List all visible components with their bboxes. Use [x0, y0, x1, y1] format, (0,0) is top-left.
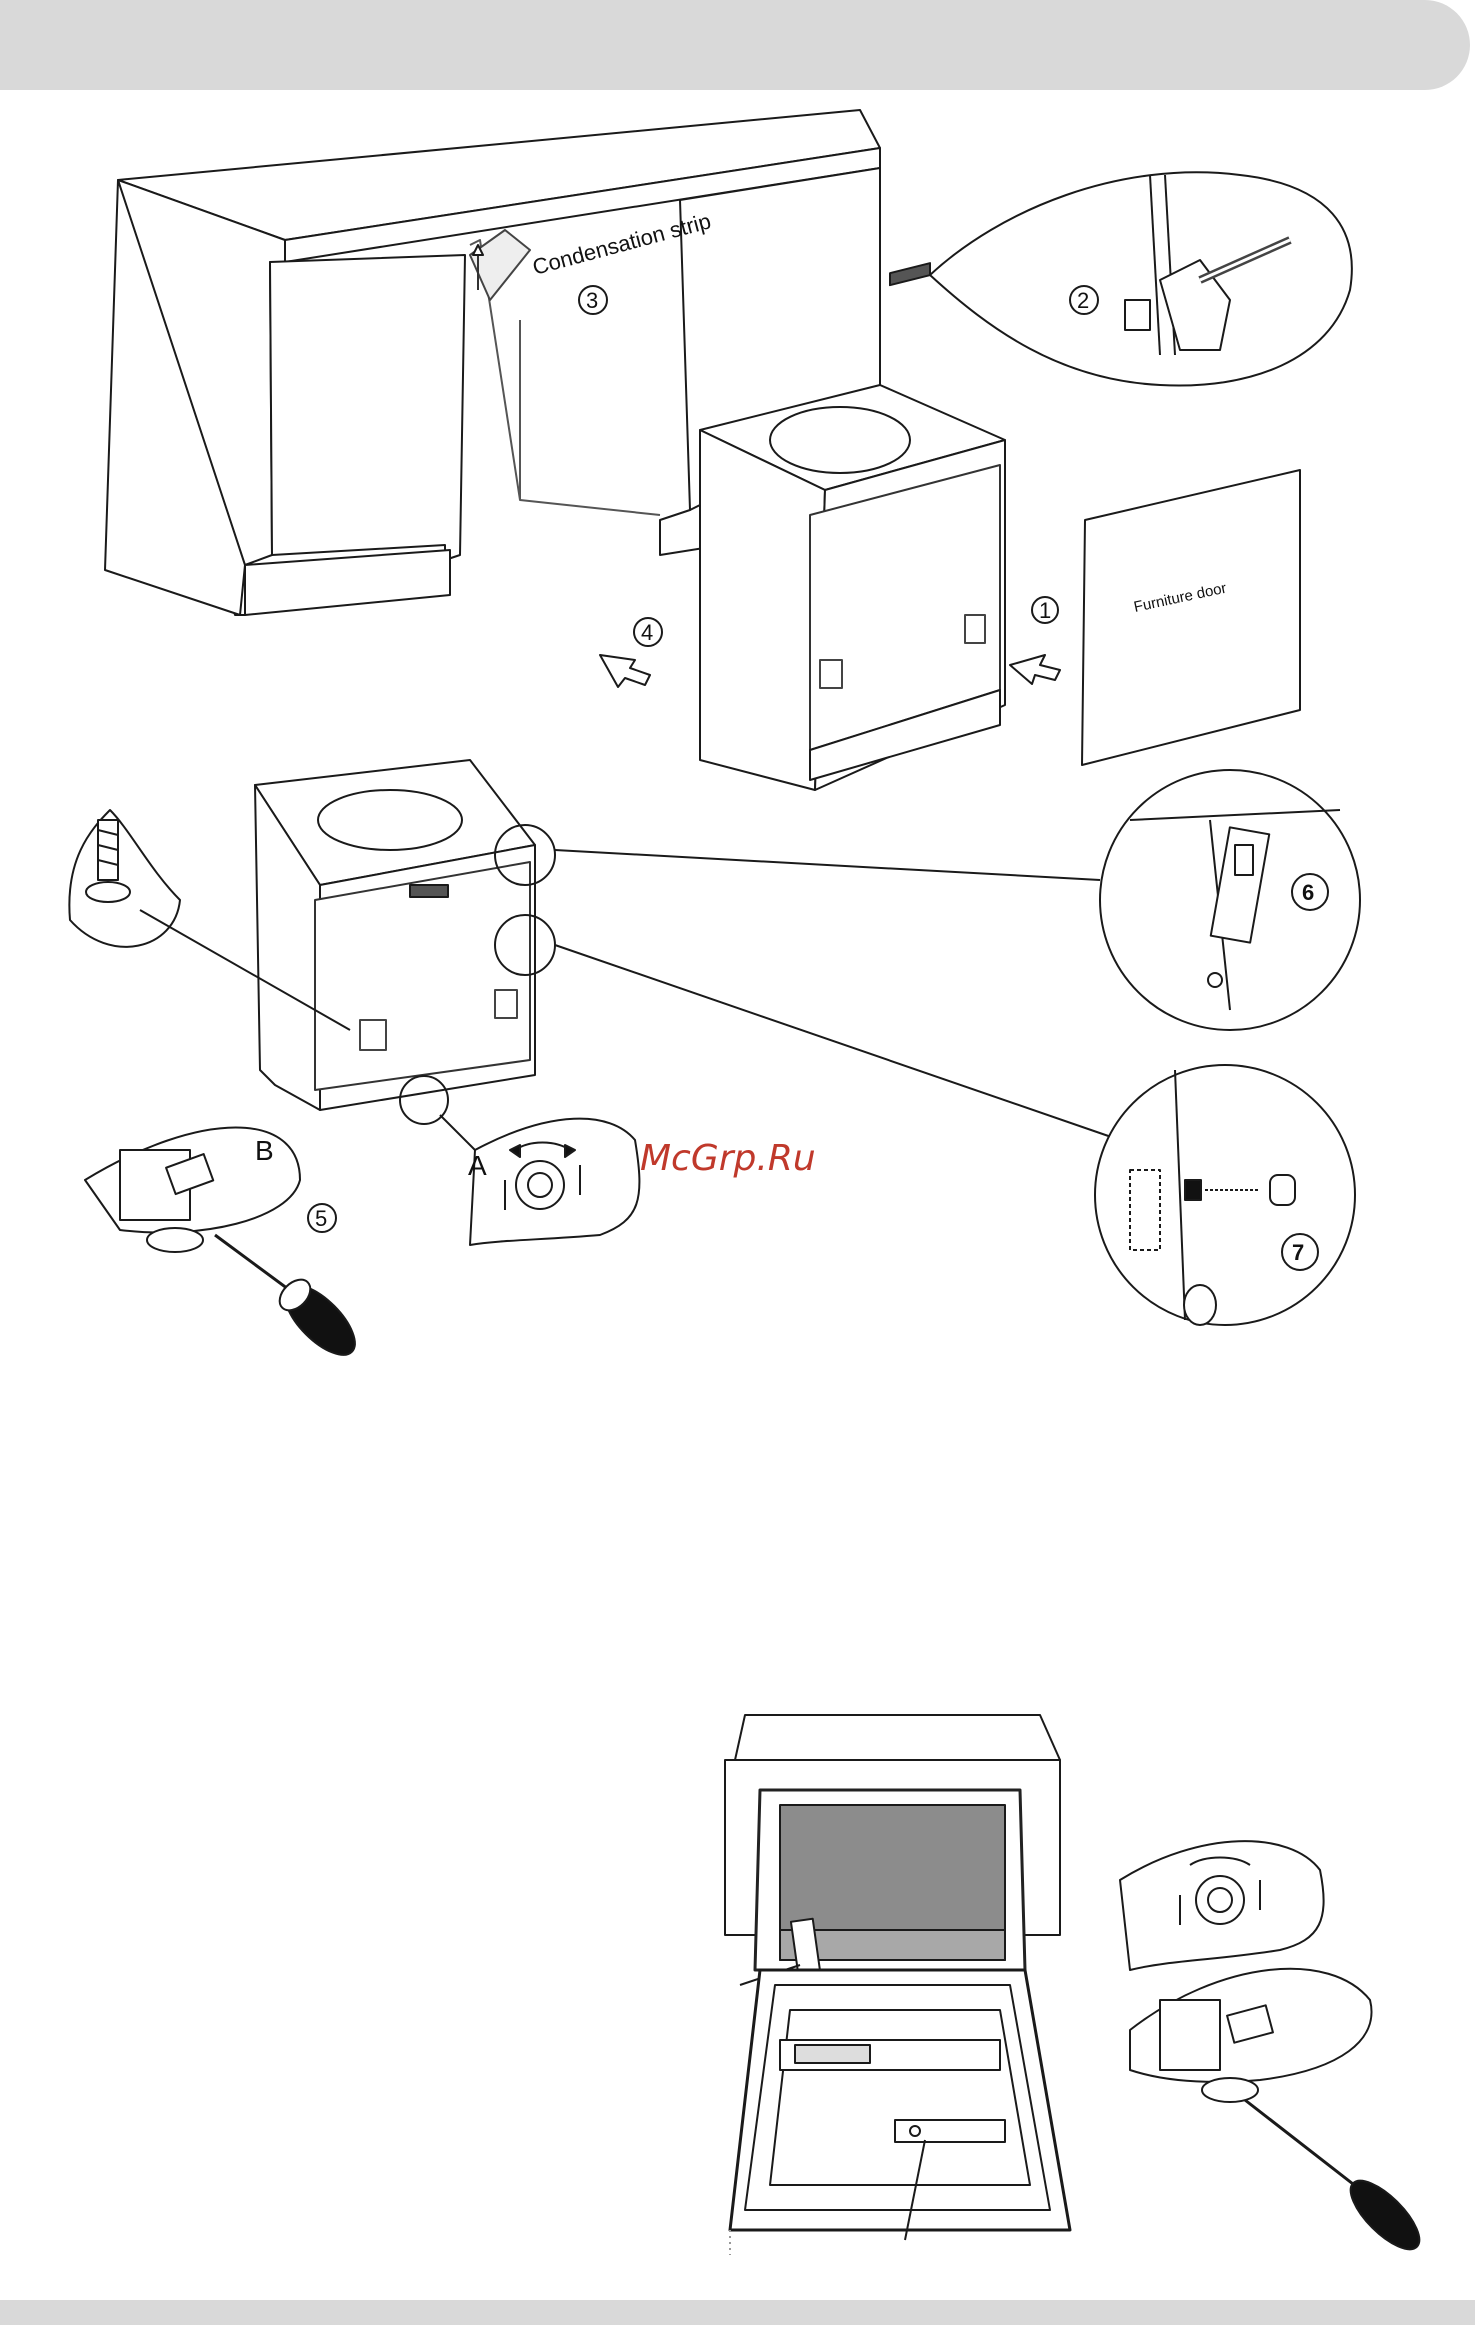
step-6-label: 6 [1302, 880, 1314, 905]
step-4-label: 4 [641, 620, 653, 645]
callout-b-label: B [255, 1135, 274, 1166]
bracket-detail: 6 [1100, 770, 1360, 1030]
foot-detail-a: A [400, 1076, 639, 1245]
dishwasher-side-view [255, 760, 1120, 1140]
step-1-label: 1 [1039, 598, 1051, 623]
step-5-label: 5 [315, 1206, 327, 1231]
step-7-label: 7 [1292, 1240, 1304, 1265]
adjust-dial-inset [1120, 1841, 1324, 1970]
screwdriver-icon [274, 1274, 366, 1366]
adjust-foot-inset-b [1130, 1969, 1380, 2205]
watermark: McGrp.Ru [640, 1138, 816, 1179]
step-3-label: 3 [586, 288, 598, 313]
footer-bar [0, 2300, 1475, 2325]
step-2-label: 2 [1077, 288, 1089, 313]
furniture-door: Furniture door [1082, 470, 1300, 765]
hinge-detail: 2 [930, 172, 1352, 385]
screw-detail: 7 [1095, 1065, 1355, 1325]
screwdriver-icon [1340, 2170, 1429, 2259]
open-dishwasher [725, 1715, 1070, 2255]
callout-a-label: A [468, 1150, 487, 1181]
